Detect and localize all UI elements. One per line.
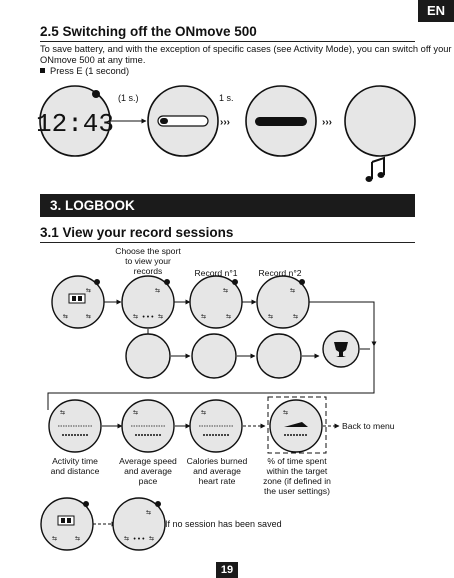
svg-text:• • •: • • • [133,536,145,543]
svg-text:⇆: ⇆ [201,409,206,416]
watch-choose-sport-2: • • • ⇆ ⇆ ⇆ [112,497,166,551]
watch-clock: 12:43 [36,85,114,157]
watch-blank-1 [125,333,171,379]
svg-text:• • •: • • • [142,314,154,321]
svg-text:⇆: ⇆ [75,535,80,542]
watch-blank-2 [191,333,237,379]
svg-text:⇆: ⇆ [283,409,288,416]
back-to-menu: Back to menu [342,421,395,431]
clock-digits: 12:43 [36,109,114,139]
svg-text:⇆: ⇆ [133,409,138,416]
watch-progress-half [147,85,219,157]
section-2-5-line1: To save battery, and with the exception … [40,44,452,54]
step1-label: (1 s.) [118,93,139,103]
watch-target-zone: ⇆ [269,399,323,453]
watch-off [344,85,416,157]
svg-text:⇆: ⇆ [226,313,231,320]
step2-label: 1 s. [219,93,234,103]
svg-text:⇆: ⇆ [293,313,298,320]
svg-text:⇆: ⇆ [201,313,206,320]
section-3-1-rule [40,242,415,243]
caption-calories: Calories burned and average heart rate [186,456,248,486]
connector-loop [47,346,375,410]
watch-calories: ⇆ [189,399,243,453]
section-2-5-title: 2.5 Switching off the ONmove 500 [40,24,257,39]
section-2-5-bullet: Press E (1 second) [40,66,129,77]
watch-menu-logbook-2: ⇆ ⇆ [40,497,94,551]
section-2-5-line2: ONmove 500 at any time. [40,55,146,65]
svg-text:⇆: ⇆ [268,313,273,320]
svg-text:⇆: ⇆ [290,287,295,294]
caption-record-1: Record n°1 [194,268,238,278]
bullet-text: Press E (1 second) [50,66,130,76]
svg-text:⇆: ⇆ [146,509,151,516]
caption-activity-time: Activity time and distance [50,456,100,476]
watch-choose-sport: • • • ⇆ ⇆ ⇆ [121,275,175,329]
bullet-icon [40,68,45,74]
caption-choose-sport: Choose the sport to view your records [115,246,181,276]
watch-blank-3 [256,333,302,379]
svg-text:⇆: ⇆ [124,535,129,542]
watch-menu-logbook: ⇆ ⇆ ⇆ [51,275,105,329]
caption-target-zone: % of time spent within the target zone (… [263,456,331,496]
page-number: 19 [216,562,238,578]
language-badge: EN [418,0,454,22]
svg-text:⇆: ⇆ [86,287,91,294]
watch-record-2: ⇆ ⇆ ⇆ [256,275,310,329]
triple-arrow-2: ››› [322,117,332,128]
watch-progress-full [245,85,317,157]
svg-text:⇆: ⇆ [155,287,160,294]
trophy-icon [334,342,348,357]
section-3-banner: 3. LOGBOOK [40,194,415,217]
watch-record-1: ⇆ ⇆ ⇆ [189,275,243,329]
section-3-1-title: 3.1 View your record sessions [40,225,234,240]
svg-text:⇆: ⇆ [133,313,138,320]
svg-text:⇆: ⇆ [63,313,68,320]
svg-text:⇆: ⇆ [86,313,91,320]
svg-text:⇆: ⇆ [60,409,65,416]
watch-trophy [322,330,360,368]
caption-average-speed: Average speed and average pace [119,456,177,486]
connector-right [309,301,377,347]
music-note-icon [365,156,385,182]
watch-activity-time: ⇆ [48,399,102,453]
svg-text:⇆: ⇆ [52,535,57,542]
svg-text:⇆: ⇆ [223,287,228,294]
optional-frame [267,396,327,454]
triple-arrow-1: ››› [220,117,230,128]
no-session-note: If no session has been saved [165,519,282,529]
caption-record-2: Record n°2 [258,268,302,278]
svg-text:⇆: ⇆ [149,535,154,542]
section-2-5-rule [40,41,415,42]
svg-text:⇆: ⇆ [158,313,163,320]
watch-average-speed: ⇆ [121,399,175,453]
